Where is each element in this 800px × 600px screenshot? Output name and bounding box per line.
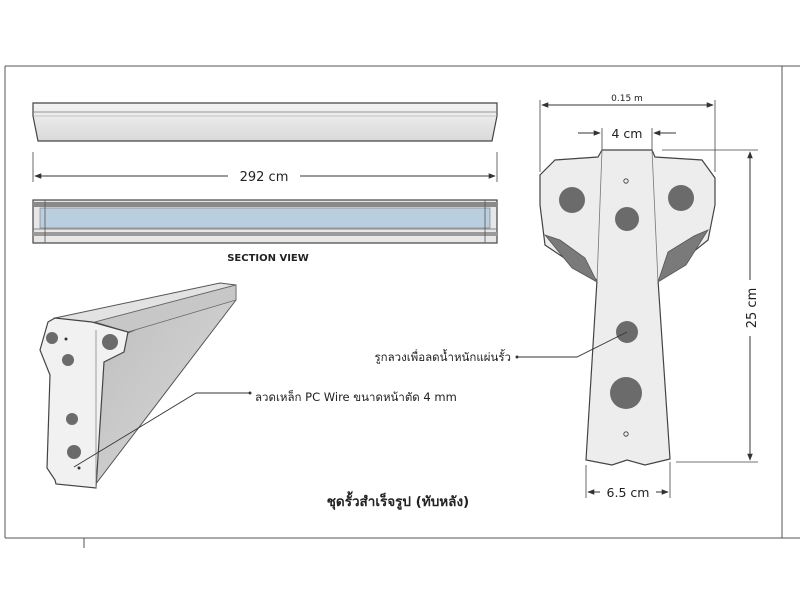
sheet-frame	[4, 65, 800, 548]
inner-width-label: 4 cm	[612, 126, 643, 141]
inner-width-dimension: 4 cm	[578, 126, 676, 150]
hole-callout: รูกลวงเพื่อลดน้ำหนักแผ่นรั้ว	[374, 331, 628, 364]
length-dim-label: 292 cm	[240, 170, 289, 185]
section-view-label: SECTION VIEW	[227, 253, 309, 264]
beam-plan-view	[32, 199, 498, 244]
hole-note: รูกลวงเพื่อลดน้ำหนักแผ่นรั้ว	[374, 349, 511, 364]
top-width-dimension: 0.15 m	[539, 94, 716, 172]
height-label: 25 cm	[745, 288, 760, 329]
beam-elevation-top	[32, 102, 498, 142]
length-dimension: 292 cm	[32, 152, 498, 185]
bottom-width-label: 6.5 cm	[607, 485, 650, 500]
wire-note: ลวดเหล็ก PC Wire ขนาดหน้าตัด 4 mm	[255, 389, 457, 404]
height-dimension: 25 cm	[662, 149, 760, 463]
cross-section	[539, 149, 716, 466]
diagram-caption: ชุดรั้วสำเร็จรูป (ทับหลัง)	[327, 491, 469, 510]
bottom-width-dimension: 6.5 cm	[585, 462, 671, 500]
wire-callout: ลวดเหล็ก PC Wire ขนาดหน้าตัด 4 mm	[73, 389, 457, 468]
top-width-label: 0.15 m	[611, 94, 643, 104]
beam-isometric-view	[39, 282, 237, 489]
